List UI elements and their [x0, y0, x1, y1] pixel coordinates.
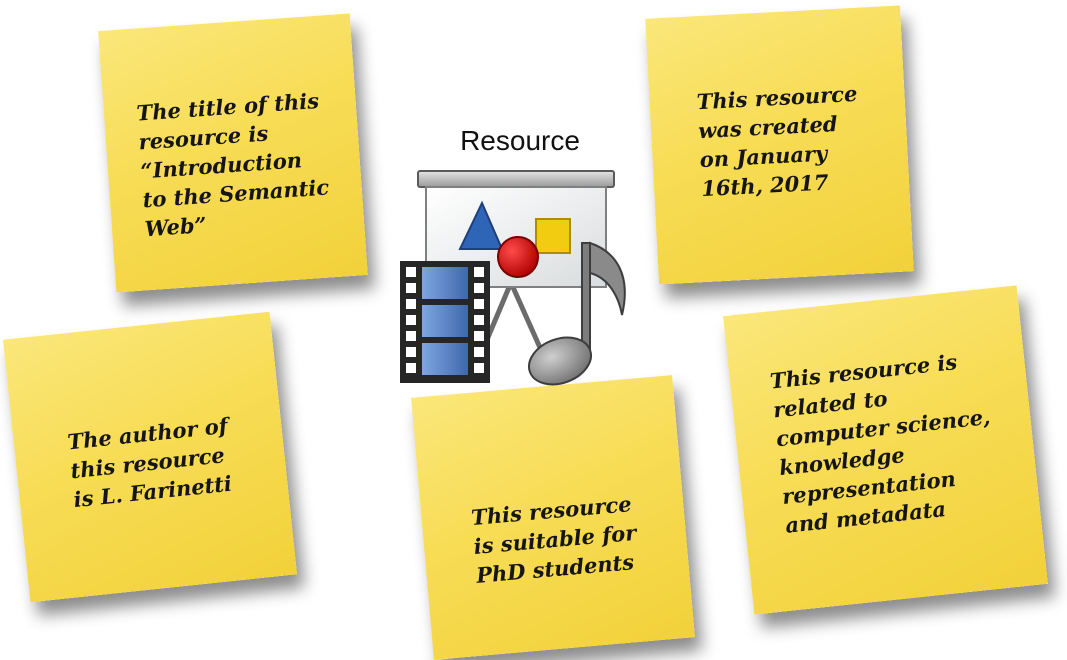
music-note-icon — [528, 241, 626, 386]
note-title-text: The title of this resource is “Introduct… — [135, 87, 330, 241]
square-shape — [535, 218, 571, 254]
sticky-note-audience: This resource is suitable for PhD studen… — [411, 375, 695, 660]
sticky-note-author: The author of this resource is L. Farine… — [2, 311, 298, 603]
sticky-note-created: This resource was created on January 16t… — [645, 5, 914, 285]
note-created-text: This resource was created on January 16t… — [696, 80, 858, 202]
triangle-shape — [458, 200, 504, 250]
sticky-note-title: The title of this resource is “Introduct… — [98, 13, 368, 293]
note-subjects-text: This resource is related to computer sci… — [768, 349, 992, 538]
note-author-text: The author of this resource is L. Farine… — [66, 412, 233, 512]
presentation-media-icon — [400, 170, 626, 386]
resource-label: Resource — [460, 125, 580, 156]
note-audience-text: This resource is suitable for PhD studen… — [470, 491, 638, 588]
easel-top-bar-shape — [417, 170, 615, 188]
circle-shape — [497, 236, 539, 278]
sticky-note-subjects: This resource is related to computer sci… — [723, 285, 1048, 615]
film-strip-icon — [400, 261, 490, 383]
